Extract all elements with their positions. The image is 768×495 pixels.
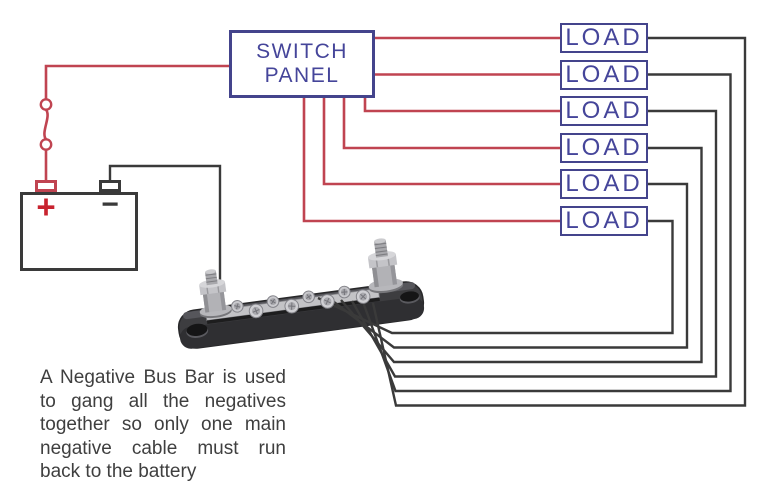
switch-panel-label-line2: PANEL xyxy=(264,64,340,87)
load-box-4: LOAD xyxy=(560,132,648,163)
caption-line: A Negative Bus Bar is used xyxy=(40,367,286,388)
negative-wire-load-6-to-busbar xyxy=(317,219,674,335)
battery-positive-terminal xyxy=(35,180,57,192)
caption-line: back to the battery xyxy=(40,461,197,482)
load-label: LOAD xyxy=(565,97,643,124)
load-label: LOAD xyxy=(565,133,643,161)
load-label: LOAD xyxy=(565,24,643,51)
load-box-1: LOAD xyxy=(560,23,648,53)
negative-wire-battery-to-busbar xyxy=(108,164,222,282)
load-box-5: LOAD xyxy=(560,169,648,199)
battery-positive-label: + xyxy=(36,188,56,225)
negative-wires xyxy=(108,36,747,407)
battery-negative-label: − xyxy=(101,188,119,221)
switch-panel-box: SWITCH PANEL xyxy=(229,30,375,98)
bus-bar-screws xyxy=(230,285,371,319)
bus-bar-terminal-post-right xyxy=(367,238,404,294)
caption-line: together so only one main xyxy=(40,414,286,435)
caption-line: to gang all the negatives xyxy=(40,390,286,412)
load-box-6: LOAD xyxy=(560,205,648,236)
positive-wire-panel-to-load-6 xyxy=(302,95,563,223)
positive-wires xyxy=(39,36,563,223)
positive-wire-panel-to-load-5 xyxy=(322,95,563,186)
load-label: LOAD xyxy=(565,60,643,88)
negative-wire-load-3-to-busbar xyxy=(350,109,718,378)
positive-wire-panel-to-load-4 xyxy=(342,95,563,150)
inline-fuse-switch-icon xyxy=(39,98,53,151)
load-box-3: LOAD xyxy=(560,96,648,126)
negative-wire-load-2-to-busbar xyxy=(361,73,732,393)
bus-bar-hardware xyxy=(199,238,404,319)
positive-wire-panel-to-load-3 xyxy=(363,95,563,113)
caption: A Negative Bus Bar is used to gang all t… xyxy=(40,366,286,484)
caption-line: negative cable must run xyxy=(40,437,286,459)
switch-panel-label-line1: SWITCH xyxy=(256,40,348,63)
load-label: LOAD xyxy=(565,170,643,197)
battery-box xyxy=(20,192,138,271)
load-box-2: LOAD xyxy=(560,59,648,90)
negative-wire-load-5-to-busbar xyxy=(329,182,689,349)
negative-wire-load-4-to-busbar xyxy=(340,146,703,364)
battery-negative-terminal xyxy=(99,180,121,192)
load-label: LOAD xyxy=(565,206,643,234)
bus-bar-terminal-post-left xyxy=(199,269,232,319)
positive-wire-switch-to-panel xyxy=(44,64,232,100)
